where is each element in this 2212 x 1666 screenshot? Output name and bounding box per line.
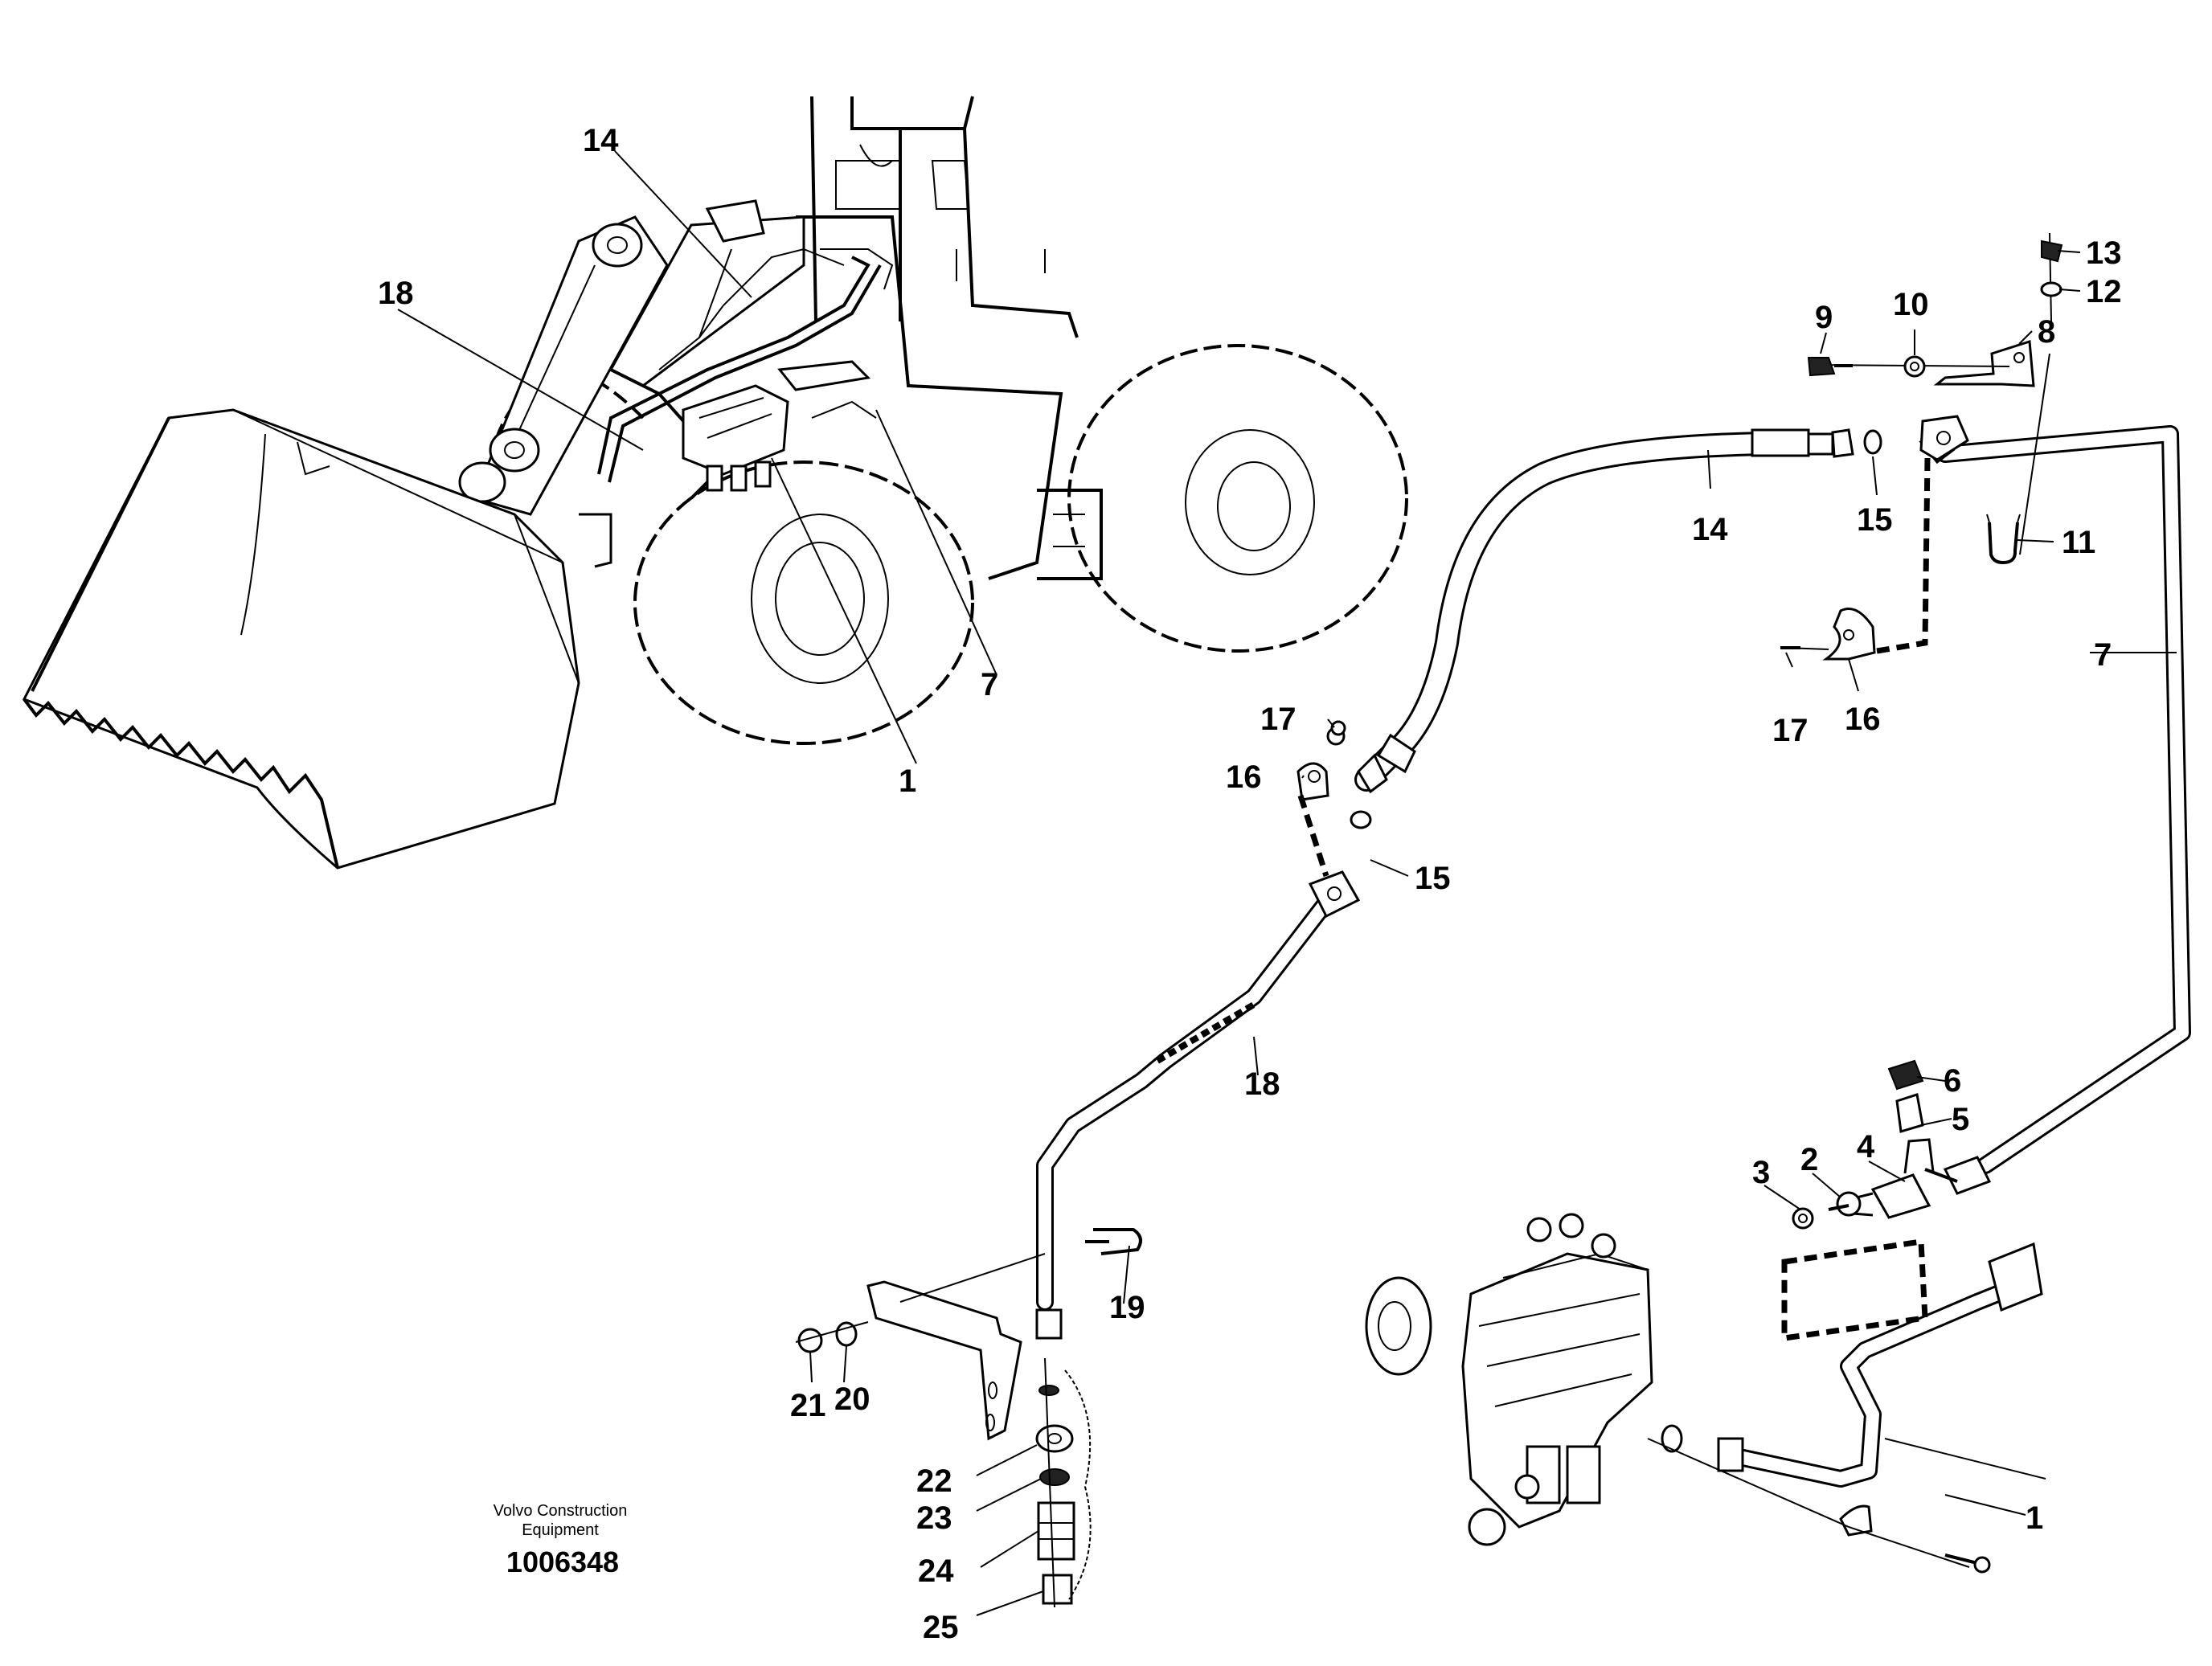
test-coupling-22-25	[1035, 1308, 1092, 1608]
control-valve-block	[1365, 1213, 1653, 1546]
hose-14	[1350, 428, 1882, 829]
bracket-8-assembly	[1807, 232, 2063, 565]
callout-15-upper: 15	[1857, 502, 1893, 538]
callout-10: 10	[1893, 287, 1929, 322]
callout-7-main: 7	[981, 667, 998, 702]
callout-18-main: 18	[378, 276, 414, 311]
callout-17-left: 17	[1260, 702, 1296, 737]
callout-23: 23	[916, 1500, 952, 1536]
callout-20: 20	[834, 1382, 870, 1417]
callout-3: 3	[1752, 1155, 1770, 1190]
pipe-7	[1919, 425, 2191, 1174]
fitting-assembly-2-6	[1792, 1059, 1992, 1230]
callout-24: 24	[918, 1553, 954, 1589]
document-number: 1006348	[506, 1545, 619, 1578]
callout-2: 2	[1800, 1142, 1818, 1177]
callout-labels: 14 18 7 1 13 12 8 9 10 14 15 11 7 17 16 …	[378, 123, 2122, 1645]
flange-16-right	[1780, 415, 1969, 661]
callout-5: 5	[1952, 1102, 1969, 1137]
callout-25: 25	[923, 1610, 959, 1645]
maker-name-line2: Equipment	[522, 1521, 599, 1539]
callout-21: 21	[790, 1388, 826, 1423]
callout-12: 12	[2086, 274, 2122, 309]
overview-leader-lines	[397, 150, 997, 764]
callout-9: 9	[1815, 300, 1833, 335]
callout-22: 22	[916, 1463, 952, 1499]
callout-6: 6	[1944, 1063, 1961, 1099]
callout-4: 4	[1857, 1129, 1875, 1165]
maker-name-line1: Volvo Construction	[494, 1502, 628, 1520]
title-block: Volvo Construction Equipment 1006348	[494, 1502, 628, 1578]
callout-13: 13	[2086, 235, 2122, 271]
pipe-18	[1036, 720, 1361, 1311]
callout-18-detail: 18	[1244, 1066, 1280, 1102]
callout-7-detail: 7	[2094, 637, 2112, 673]
callout-16-left: 16	[1226, 759, 1262, 795]
callout-15-lower: 15	[1415, 861, 1451, 896]
callout-17-right: 17	[1772, 713, 1809, 748]
pipe-1	[1647, 1238, 2046, 1574]
callout-14-detail: 14	[1692, 512, 1728, 547]
callout-16-right: 16	[1845, 702, 1881, 737]
callout-14-main: 14	[583, 123, 619, 158]
bracket-lower-assembly	[795, 1228, 1142, 1441]
callout-11: 11	[2062, 525, 2095, 560]
callout-1-main: 1	[899, 763, 916, 799]
wheel-loader-illustration	[22, 96, 1408, 870]
callout-1-detail: 1	[2026, 1500, 2043, 1536]
callout-8: 8	[2038, 314, 2055, 350]
callout-19: 19	[1109, 1290, 1145, 1325]
callout-leader-lines	[809, 250, 2177, 1616]
